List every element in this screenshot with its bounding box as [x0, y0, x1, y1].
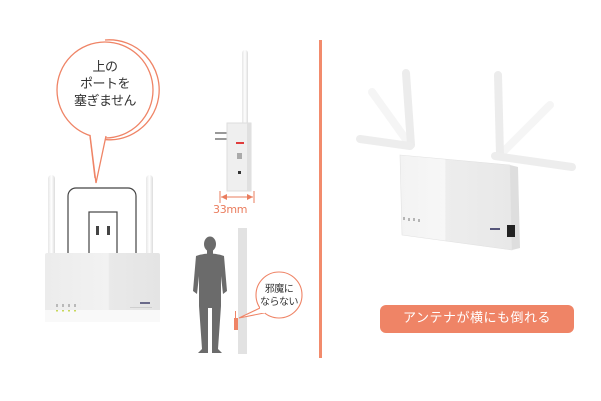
wall-icon	[238, 228, 247, 354]
bubble-wall-line-2: ならない	[260, 297, 299, 308]
panel-divider	[319, 40, 322, 358]
router-on-wall-antenna	[235, 311, 236, 318]
bubble-line-3: 塞ぎません	[73, 94, 137, 109]
bubble-wall-line-1: 邪魔に	[264, 284, 294, 295]
router-on-wall-icon	[234, 318, 238, 330]
router-angled-antennas-icon	[356, 69, 576, 251]
speech-bubble-wall-text: 邪魔に ならない	[252, 283, 306, 309]
dimension-arrow-icon	[219, 191, 255, 203]
dimension-label: 33mm	[213, 203, 248, 216]
speech-bubble-ports-text: 上の ポートを 塞ぎません	[55, 59, 155, 110]
router-front-with-outlet-icon	[45, 175, 160, 322]
feature-badge: アンテナが横にも倒れる	[380, 305, 574, 333]
speech-bubble-wall	[238, 271, 303, 319]
bubble-line-2: ポートを	[79, 77, 131, 92]
bubble-line-1: 上の	[92, 60, 118, 75]
router-side-view-icon	[215, 50, 252, 192]
person-silhouette-icon	[193, 236, 227, 353]
speech-bubble-outline	[56, 41, 154, 184]
